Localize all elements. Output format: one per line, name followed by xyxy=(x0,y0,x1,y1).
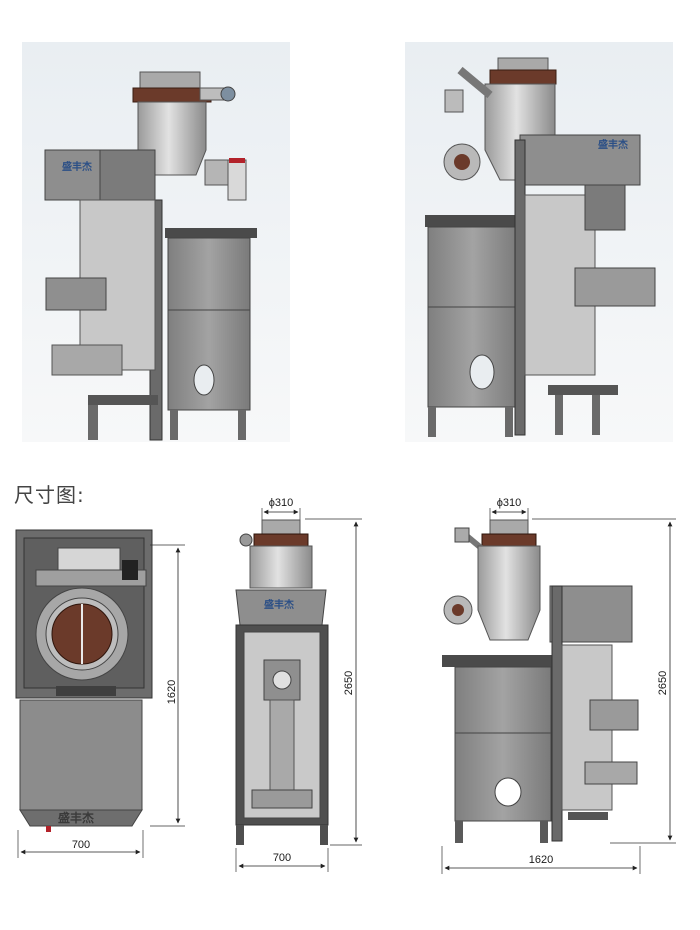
brand-label-front-view: 盛丰杰 xyxy=(264,598,294,611)
dim-side-view-width: 1620 xyxy=(529,854,553,866)
dim-side-view-height: 2650 xyxy=(657,671,669,695)
side-view-drawing: ϕ310 2650 1620 xyxy=(441,497,676,874)
dim-front-view-width: 700 xyxy=(273,852,291,864)
dim-top-view-width: 700 xyxy=(72,839,90,851)
front-view-drawing: ϕ310 盛丰杰 2650 700 xyxy=(235,497,362,872)
dim-front-view-diameter: ϕ310 xyxy=(269,497,294,509)
top-view-drawing: 盛丰杰 1620 700 xyxy=(15,529,185,858)
dim-side-view-diameter: ϕ310 xyxy=(497,497,522,509)
section-title: 尺寸图: xyxy=(14,483,85,507)
dim-top-view-height: 1620 xyxy=(166,680,178,704)
brand-label-photo-front: 盛丰杰 xyxy=(62,160,92,173)
brand-label-top-view: 盛丰杰 xyxy=(58,810,94,825)
dim-front-view-height: 2650 xyxy=(343,671,355,695)
machine-render-front: 盛丰杰 xyxy=(22,42,290,442)
machine-render-rear: 盛丰杰 xyxy=(405,42,673,442)
brand-label-photo-rear: 盛丰杰 xyxy=(598,138,628,151)
